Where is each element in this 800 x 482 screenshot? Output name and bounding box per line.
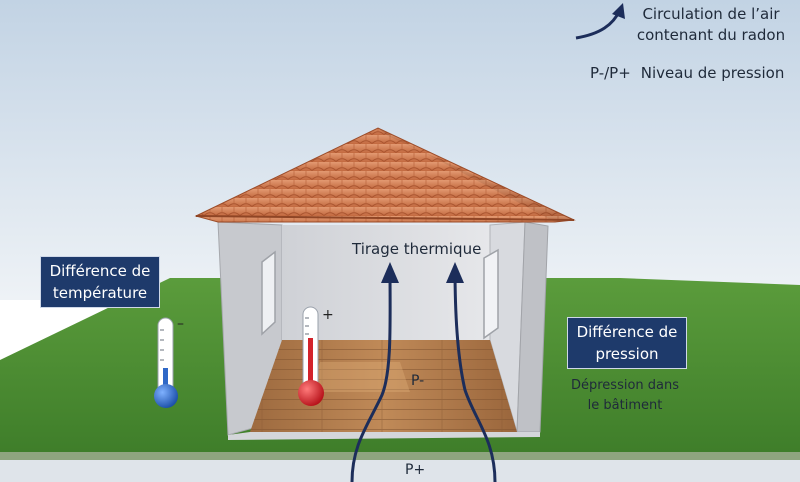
thermal-draft-label: Tirage thermique	[352, 240, 482, 258]
ground-pressure-label: P+	[405, 462, 426, 478]
legend-pressure-text: Niveau de pression	[640, 64, 785, 82]
temperature-difference-box: Différence de température	[40, 256, 160, 308]
pressure-difference-box: Différence de pression	[567, 317, 687, 369]
indoor-pressure-label: P-	[411, 373, 425, 389]
depression-label: Dépression dans le bâtiment	[570, 378, 680, 413]
legend-airflow-text: Circulation de l’air contenant du radon	[636, 5, 786, 44]
legend-pressure-symbol: P-/P+	[590, 64, 631, 82]
legend-pressure: P-/P+ Niveau de pression	[590, 64, 784, 82]
cold-sign: –	[177, 316, 184, 332]
warm-sign: +	[322, 307, 334, 323]
